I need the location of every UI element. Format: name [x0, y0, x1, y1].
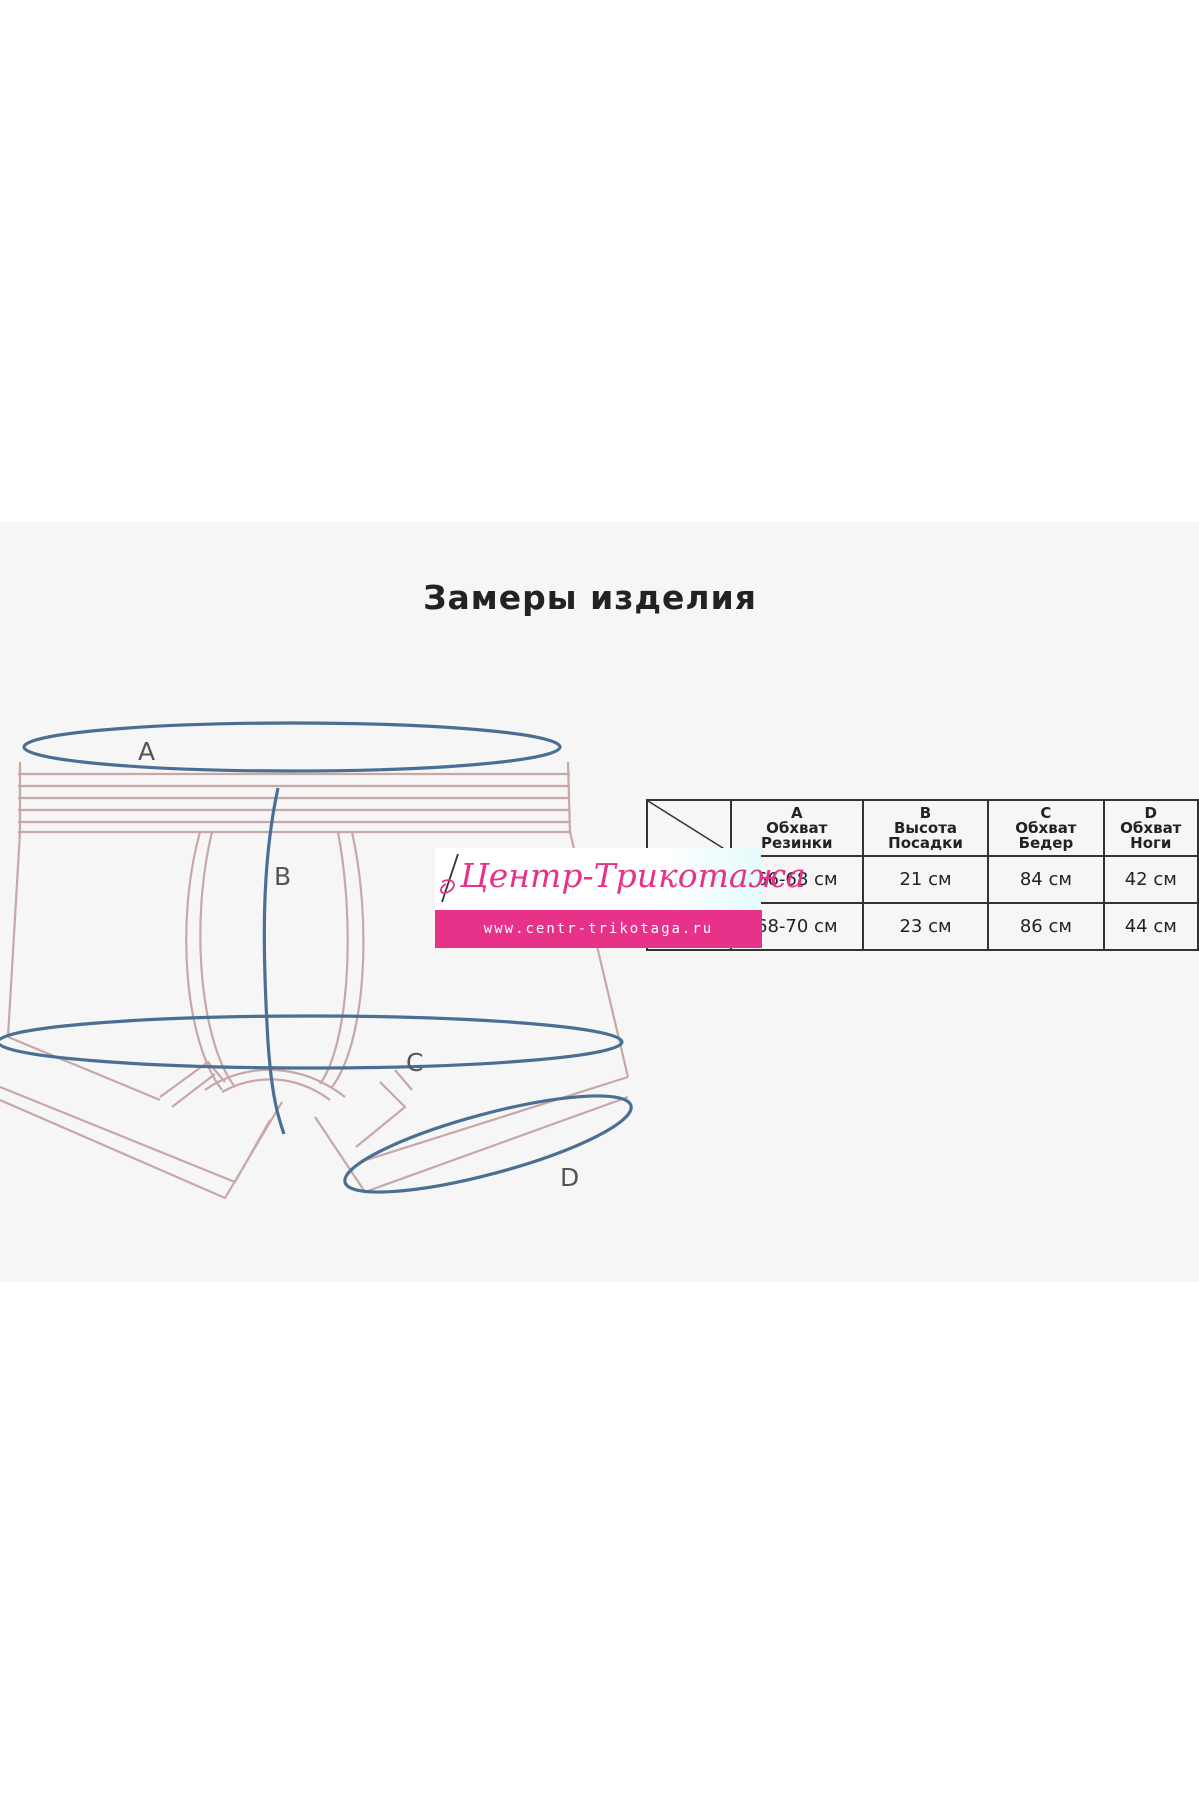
garment-drawing [0, 721, 633, 1200]
header-line1: Высота [894, 818, 958, 837]
size-table: A Обхват Резинки B Высота Посадки C Обхв… [646, 799, 1199, 951]
label-d: D [560, 1163, 580, 1192]
label-b: B [274, 862, 292, 891]
table-cell: 42 см [1102, 855, 1199, 904]
header-letter: B [919, 803, 932, 822]
watermark-banner [435, 848, 761, 910]
diagonal-line-icon [648, 801, 734, 855]
measure-a-ellipse [22, 721, 562, 773]
table-header-d: D Обхват Ноги [1102, 799, 1199, 857]
header-line1: Обхват [1120, 818, 1182, 837]
header-letter: D [1144, 803, 1157, 822]
page-title: Замеры изделия [423, 578, 757, 617]
table-cell: 21 см [861, 855, 990, 904]
measure-c-ellipse [0, 1014, 624, 1070]
table-header-row: A Обхват Резинки B Высота Посадки C Обхв… [646, 799, 1199, 857]
table-cell: 86 см [987, 902, 1105, 951]
watermark-brand: Центр-Трикотажа [460, 856, 806, 895]
table-corner-cell [646, 799, 734, 857]
table-header-c: C Обхват Бедер [987, 799, 1105, 857]
header-line2: Посадки [888, 833, 963, 852]
watermark-url: www.centr-trikotaga.ru [435, 910, 762, 948]
header-letter: A [790, 803, 803, 822]
table-header-a: A Обхват Резинки [729, 799, 864, 857]
header-line1: Обхват [1015, 818, 1077, 837]
header-letter: C [1040, 803, 1052, 822]
header-line2: Бедер [1018, 833, 1074, 852]
label-a: A [138, 737, 156, 766]
table-cell: 44 см [1102, 902, 1199, 951]
label-c: C [406, 1048, 424, 1077]
needle-icon [440, 853, 459, 903]
header-line2: Резинки [761, 833, 833, 852]
garment-outline [0, 761, 630, 1200]
table-header-b: B Высота Посадки [861, 799, 990, 857]
table-cell: 23 см [861, 902, 990, 951]
measure-d-ellipse [343, 1094, 633, 1194]
measure-b-line [262, 787, 286, 1135]
measure-lines [0, 721, 633, 1194]
table-cell: 84 см [987, 855, 1105, 904]
header-line1: Обхват [766, 818, 828, 837]
header-line2: Ноги [1130, 833, 1172, 852]
